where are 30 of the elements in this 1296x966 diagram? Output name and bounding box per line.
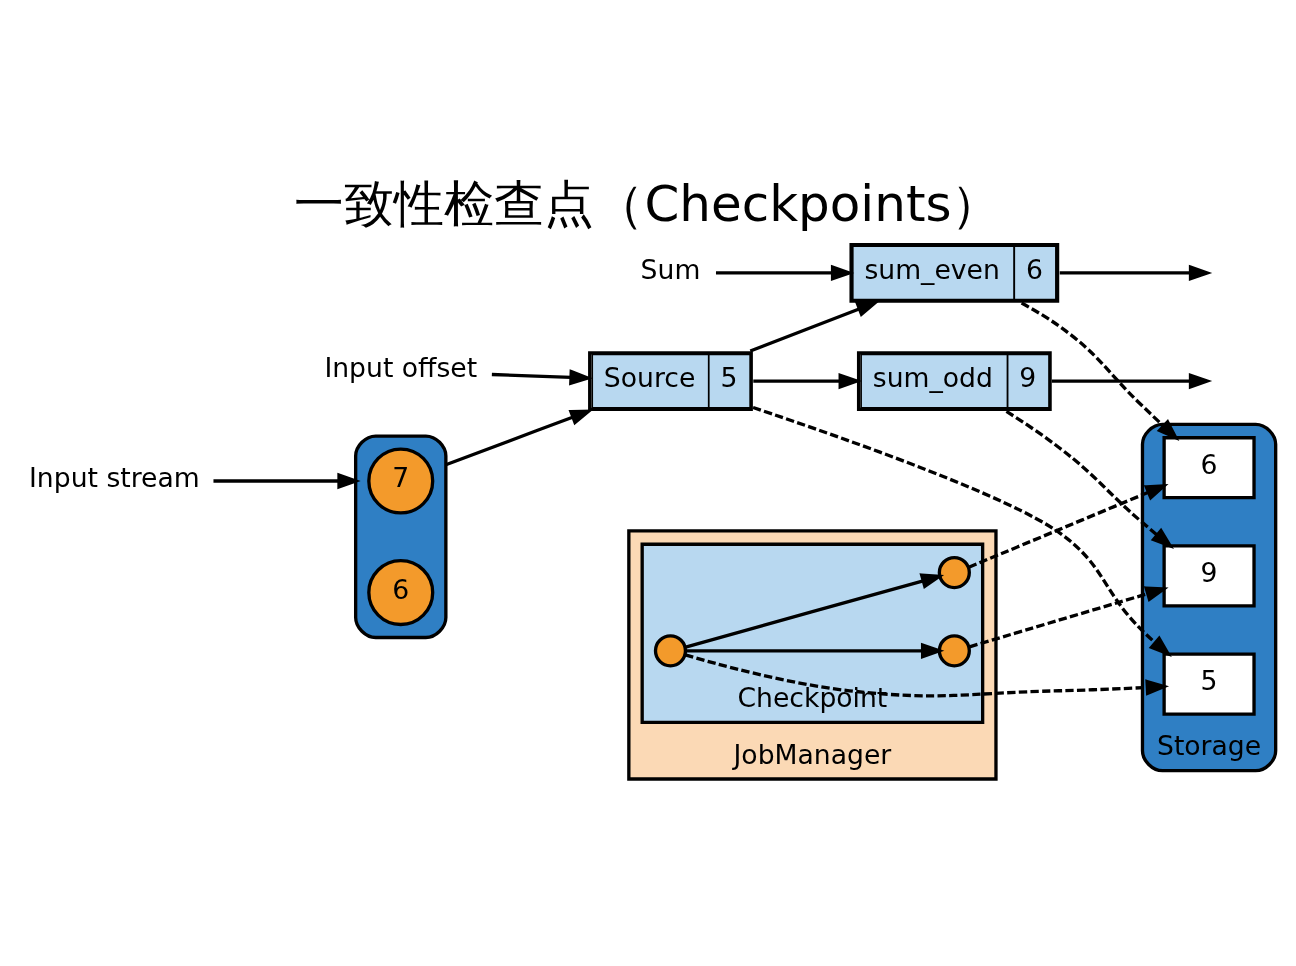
node-text: Input stream	[29, 461, 200, 493]
node-box: 5	[1162, 652, 1256, 716]
arrow	[716, 264, 855, 281]
node-circle	[937, 555, 971, 589]
arrow	[749, 300, 880, 352]
arrow	[685, 572, 945, 649]
arrow	[969, 585, 1169, 648]
arrow	[752, 405, 1172, 657]
arrow	[968, 483, 1169, 569]
arrow	[685, 642, 945, 659]
node-circle	[937, 633, 971, 667]
node-circle: 7	[367, 446, 435, 515]
cluster: Checkpoint	[640, 542, 985, 724]
arrow	[491, 368, 593, 386]
arrow	[753, 372, 862, 389]
arrow	[1059, 264, 1213, 281]
cluster	[354, 433, 448, 639]
arrow	[213, 472, 361, 489]
arrow	[1051, 372, 1213, 389]
node-box: 9	[1162, 543, 1256, 608]
arrow	[1005, 409, 1174, 549]
node-box: 6	[1162, 435, 1256, 499]
arrow	[684, 652, 1170, 697]
arrow	[445, 408, 594, 466]
node-text: Sum	[640, 253, 701, 285]
diagram-title: 一致性检查点（Checkpoints）	[294, 174, 1002, 233]
node-circle: 6	[367, 558, 435, 626]
node-text: Input offset	[324, 351, 478, 383]
arrow	[1020, 301, 1180, 441]
node-circle	[653, 633, 688, 667]
